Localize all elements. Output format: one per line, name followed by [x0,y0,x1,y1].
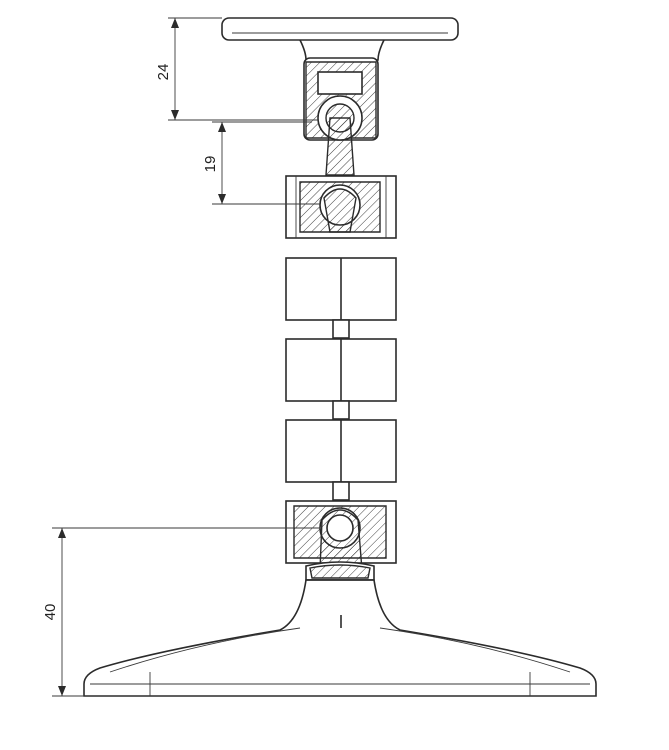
dimension-label-middle: 19 [202,156,219,173]
dimension-19: 19 [202,121,320,205]
lower-joint [285,500,397,571]
segment-1 [285,257,397,339]
dimension-24: 24 [155,17,318,121]
dimension-40: 40 [42,527,320,697]
segment-2 [285,338,397,420]
dimension-label-bottom: 40 [42,604,59,621]
dimension-label-top: 24 [155,64,172,81]
neck-link [325,117,355,176]
base-connector [305,561,375,581]
top-mounting-plate [221,17,459,61]
segment-3 [285,419,397,501]
upper-joint [285,175,397,239]
base-plate [83,579,597,697]
